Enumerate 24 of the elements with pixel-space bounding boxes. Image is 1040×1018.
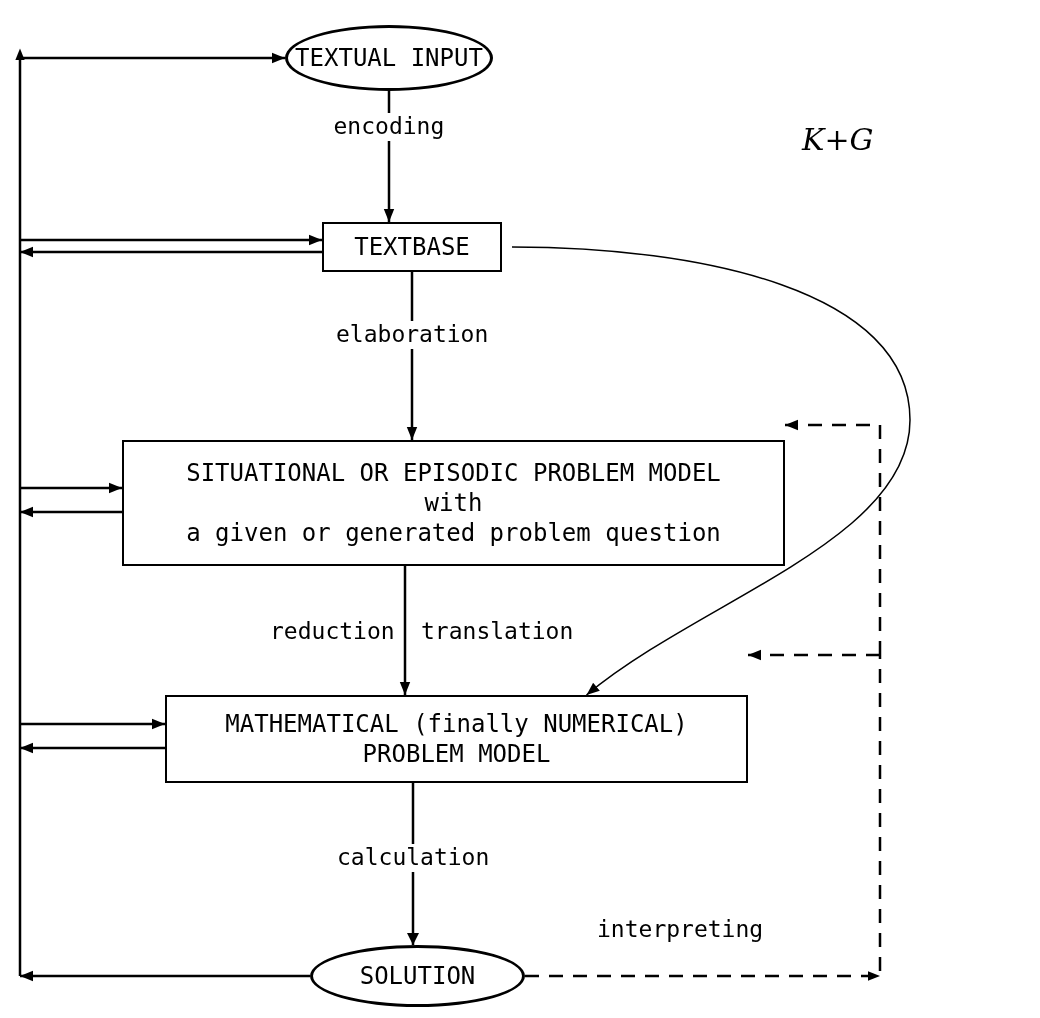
- arrow: [20, 970, 310, 982]
- feedback-line: [15, 48, 285, 976]
- arrow: [785, 419, 882, 655]
- node-text: TEXTUAL INPUT: [295, 43, 483, 73]
- arrow: [748, 649, 880, 661]
- node-text: MATHEMATICAL (finally NUMERICAL) PROBLEM MODEL: [224, 709, 689, 769]
- process-box: [122, 440, 785, 566]
- node-text: SITUATIONAL OR EPISODIC PROBLEM MODEL: [186, 458, 721, 488]
- process-box: [165, 695, 748, 783]
- arrow: [20, 246, 322, 258]
- arrow: [20, 718, 165, 730]
- arrow: [20, 482, 122, 494]
- arrow: [20, 742, 165, 754]
- arrow: [20, 506, 122, 518]
- arrow: [399, 566, 411, 695]
- arrow: [20, 234, 322, 246]
- dashed-line: [525, 655, 882, 981]
- node-text: TEXTBASE: [354, 232, 470, 262]
- edge-label: K+G: [800, 122, 875, 158]
- node-text: a given or generated problem question: [186, 518, 721, 548]
- arrow: [511, 246, 911, 696]
- process-box: [322, 222, 502, 272]
- node-text: SOLUTION: [359, 961, 476, 991]
- node-text: with: [424, 488, 483, 518]
